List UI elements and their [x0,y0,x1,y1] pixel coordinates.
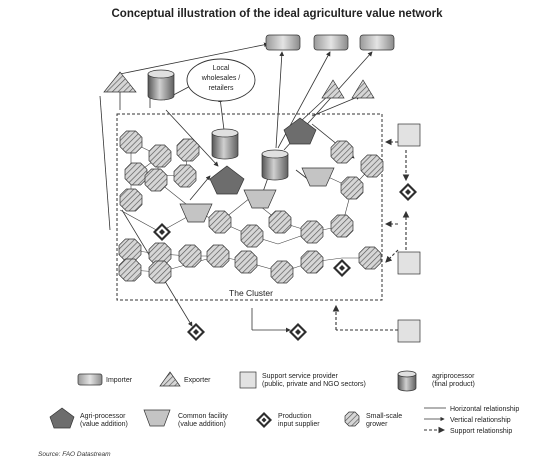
grower-node [330,214,354,238]
legend-agriprocessor-final-line2: (final product) [432,381,475,388]
legend: Importer Exporter Support service provid… [49,370,519,435]
grower-node [124,162,148,186]
legend-importer-label: Importer [106,377,133,384]
exporter-nodes [103,71,375,99]
grower-node [118,238,142,262]
legend-exporter-icon [159,371,181,387]
legend-grower-line2: grower [366,421,388,428]
legend-grower-line1: Small-scale [366,413,402,420]
input-supplier-node [187,323,205,341]
input-supplier-node [333,259,351,277]
agri-processor-nodes [209,117,317,195]
cluster-boundary [116,113,383,301]
legend-importer-icon [77,373,103,386]
legend-exporter-label: Exporter [184,377,211,384]
grower-node [119,130,143,154]
grower-node [176,138,200,162]
legend-support-label-line2: (public, private and NGO sectors) [262,381,366,388]
legend-support-label-line1: Support service provider [262,373,339,380]
grower-node [270,260,294,284]
legend-input-supplier-icon [256,412,272,428]
legend-agri-processor-line1: Agri-processor [80,413,126,420]
legend-common-facility-line1: Common facility [178,413,228,420]
input-supplier-node [399,183,417,201]
legend-vertical-label: Vertical relationship [450,417,511,424]
legend-agriprocessor-final-icon [397,370,417,392]
grower-node [300,250,324,274]
grower-node [118,258,142,282]
wholesalers-label-line3: retailers [209,85,234,92]
cluster-label: The Cluster [229,288,273,298]
legend-input-supplier-line1: Production [278,413,312,420]
agriprocessor-final-nodes [147,69,289,181]
wholesalers-label-line2: wholesales / [201,75,241,82]
grower-node [234,250,258,274]
grower-node [208,210,232,234]
legend-agri-processor-icon [49,407,75,429]
local-wholesalers-node [186,58,256,102]
input-supplier-node [153,223,171,241]
legend-horizontal-label: Horizontal relationship [450,406,519,413]
legend-grower-icon [344,411,360,427]
legend-support-icon [239,371,257,389]
input-supplier-node [289,323,307,341]
importer-nodes [265,34,395,51]
legend-input-supplier-line2: input supplier [278,421,320,428]
grower-node [340,176,364,200]
grower-node [358,246,382,270]
grower-node [206,244,230,268]
support-service-nodes [397,123,421,343]
small-scale-grower-nodes [118,130,384,284]
legend-common-facility-icon [143,409,171,427]
legend-common-facility-line2: (value addition) [178,421,226,428]
common-facility-nodes [179,167,335,223]
wholesalers-label-line1: Local [213,65,230,72]
source-note: Source: FAO Datastream [38,451,111,458]
diagram-title: Conceptual illustration of the ideal agr… [111,8,443,20]
grower-node [240,224,264,248]
support-arrows [332,138,410,331]
grower-node [178,244,202,268]
legend-agriprocessor-final-line1: agriprocessor [432,373,475,380]
legend-support-rel-label: Support relationship [450,428,512,435]
grower-node [360,154,384,178]
grower-node [300,220,324,244]
input-supplier-nodes [153,183,417,341]
legend-agri-processor-line2: (value addition) [80,421,128,428]
grower-node [148,144,172,168]
grower-node [119,188,143,212]
grower-node [173,164,197,188]
grower-node [144,168,168,192]
grower-node [148,260,172,284]
grower-node [268,210,292,234]
grower-node [330,140,354,164]
